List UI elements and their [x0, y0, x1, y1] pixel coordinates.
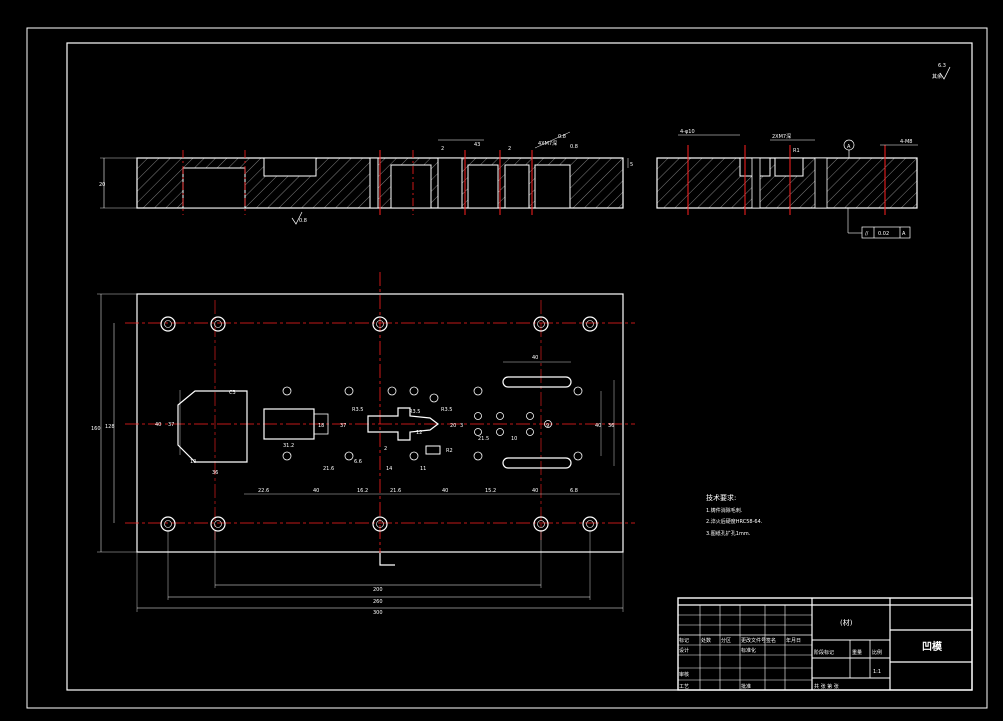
dim-r3-5-b: R3.5 [409, 409, 420, 415]
roughness-value: 6.3 [938, 63, 946, 69]
dim-31-2: 31.2 [283, 443, 294, 449]
side-tol-value: 0.02 [878, 231, 889, 237]
tb-count: 处数 [701, 637, 711, 644]
top-dim-e: 2 [508, 146, 511, 152]
dim-15-2: 15.2 [485, 488, 496, 494]
dim-40-c: 40 [532, 488, 538, 494]
top-height-dim: 20 [99, 182, 105, 188]
outer-frame [26, 27, 988, 709]
inner-frame [66, 42, 973, 691]
plan-view: 300 260 200 160 128 40 37 10 36 31.2 18 … [91, 272, 635, 616]
dim-22-6: 22.6 [258, 488, 269, 494]
dim-11: 11 [420, 466, 426, 472]
tb-stage: 阶段标记 [814, 649, 834, 656]
tb-part-name: 凹模 [922, 640, 943, 653]
dim-40-a: 40 [313, 488, 319, 494]
dim-10: 10 [190, 459, 196, 465]
dim-21-5: 21.5 [478, 436, 489, 442]
tb-doc: 更改文件号 [741, 637, 766, 644]
side-datum: A [847, 144, 851, 150]
tb-approve: 批准 [741, 683, 751, 690]
tb-date: 年月日 [786, 637, 801, 644]
top-roughness-bottom: 0.8 [299, 218, 307, 224]
dim-r3-5-a: R3.5 [352, 407, 363, 413]
dim-6-8: 6.8 [570, 488, 578, 494]
dim-20: 20 [450, 423, 456, 429]
dim-10-b: 10 [511, 436, 517, 442]
dim-37-b: 37 [340, 423, 346, 429]
dim-21-6: 21.6 [323, 466, 334, 472]
dim-40-left: 40 [155, 422, 161, 428]
top-dim-b: 0.8 [558, 134, 566, 140]
dim-40-d: 40 [532, 355, 538, 361]
dim-3: 3 [460, 423, 463, 429]
dim-36: 36 [212, 470, 218, 476]
tb-code: (材) [840, 618, 853, 627]
top-section-view: 20 0.8 2 43 2 4XM7深 0.8 0.8 5 [99, 131, 633, 225]
top-dim-a: 43 [474, 142, 480, 148]
notes-title: 技术要求: [706, 493, 736, 502]
note-item-1: 1.铸件消除毛刺. [706, 507, 743, 514]
tb-review: 审核 [679, 671, 689, 678]
dim-18: 18 [318, 423, 324, 429]
tb-weight: 重量 [852, 649, 862, 656]
top-dim-f: 4XM7深 [538, 140, 557, 147]
title-block: 标记 处数 分区 更改文件号 签名 年月日 设计 标准化 阶段标记 重量 比例 … [677, 597, 973, 691]
dim-9: 9 [546, 423, 549, 429]
dim-40-right: 40 [595, 423, 601, 429]
dim-2: 2 [384, 446, 387, 452]
top-dim-c: 0.8 [570, 144, 578, 150]
side-dim-mid: 2XM7深 [772, 133, 791, 140]
dim-14: 14 [386, 466, 392, 472]
side-dim-right: 4-M8 [900, 139, 912, 145]
technical-notes: 技术要求: 1.铸件消除毛刺. 2.淬火后硬度HRC58-64. 3.图纸孔扩孔… [706, 493, 763, 537]
top-dim-g: 5 [630, 162, 633, 168]
dim-16-2: 16.2 [357, 488, 368, 494]
pilot-holes [282, 386, 583, 461]
bolt-holes [160, 316, 598, 532]
dim-128: 128 [105, 424, 115, 430]
side-dim-r: R1 [793, 148, 800, 154]
note-item-2: 2.淬火后硬度HRC58-64. [706, 518, 763, 525]
dim-21-6-b: 21.6 [390, 488, 401, 494]
side-tol-symbol: // [865, 231, 869, 237]
dim-r2: R2 [446, 448, 453, 454]
dim-200: 200 [373, 587, 383, 593]
side-tol-datum: A [902, 231, 906, 237]
dim-36-b: 36 [608, 423, 614, 429]
tb-design: 设计 [679, 647, 689, 654]
tb-mark: 标记 [679, 637, 689, 644]
tb-scale: 1:1 [873, 669, 881, 675]
top-dim-d: 2 [441, 146, 444, 152]
dim-300: 300 [373, 610, 383, 616]
dim-c3: C3 [229, 390, 236, 396]
tb-std: 标准化 [741, 647, 756, 654]
roughness-prefix: 其余 [932, 73, 942, 80]
side-section-view: 4-φ10 2XM7深 R1 A 4-M8 // 0.02 A [656, 129, 918, 239]
dim-r3-5-c: R3.5 [441, 407, 452, 413]
note-item-3: 3.图纸孔扩孔1mm. [706, 530, 751, 537]
side-dim-holes: 4-φ10 [680, 129, 695, 135]
tb-process: 工艺 [679, 684, 689, 690]
corner-roughness: 其余 6.3 [932, 63, 951, 80]
dim-6-6: 6.6 [354, 459, 362, 465]
tb-sign: 签名 [766, 637, 776, 644]
tb-zone: 分区 [721, 637, 731, 644]
dim-40-b: 40 [442, 488, 448, 494]
tb-scale-label: 比例 [872, 649, 882, 656]
dim-160: 160 [91, 426, 101, 432]
dim-260: 260 [373, 599, 383, 605]
dim-37: 37 [168, 422, 174, 428]
tb-sheets: 共 张 第 张 [814, 683, 839, 690]
dim-12: 12 [416, 430, 422, 436]
